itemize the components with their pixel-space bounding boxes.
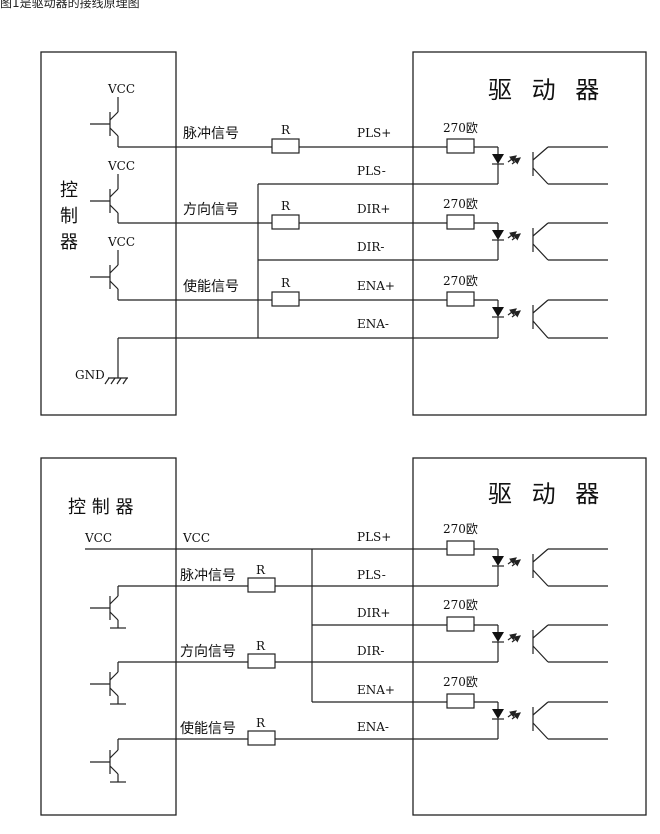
terminal-pls-minus: PLS- [357, 568, 386, 582]
vcc-label: VCC [107, 159, 135, 173]
terminal-dir-plus: DIR+ [357, 202, 390, 216]
optocoupler-1b [492, 222, 608, 261]
resistor-270-label: 270欧 [443, 522, 478, 536]
terminal-dir-minus: DIR- [357, 644, 384, 658]
resistor-label: R [256, 563, 266, 577]
driver-title-1: 驱 动 器 [488, 76, 605, 104]
diagram-1: 驱 动 器 控 制 器 VCC VCC VCC [40, 51, 647, 416]
resistor-270-label: 270欧 [443, 675, 478, 689]
controller-box-2 [40, 457, 177, 816]
resistor-label: R [281, 199, 291, 213]
optocoupler-1a [492, 146, 608, 185]
controller-transistors-2 [90, 586, 126, 783]
terminal-pls-minus: PLS- [357, 164, 386, 178]
driver-box-2 [412, 457, 647, 816]
controller-label-char-3: 器 [60, 232, 78, 253]
optocoupler-2b [492, 624, 608, 663]
signal-label-pulse: 脉冲信号 [183, 126, 239, 142]
resistor-270-label: 270欧 [443, 197, 478, 211]
driver-box-1 [412, 51, 647, 416]
resistor-270-label: 270欧 [443, 121, 478, 135]
controller-title-2: 控 制 器 [68, 497, 133, 518]
signal-label-enable: 使能信号 [180, 720, 236, 737]
terminal-dir-plus: DIR+ [357, 606, 390, 620]
vcc-left-label: VCC [84, 531, 112, 545]
vcc-label: VCC [107, 235, 135, 249]
terminal-ena-minus: ENA- [357, 720, 389, 734]
gnd-label: GND [75, 368, 105, 382]
vcc-label: VCC [107, 82, 135, 96]
terminal-pls-plus: PLS+ [357, 530, 391, 544]
driver-title-2: 驱 动 器 [488, 480, 605, 508]
resistor-label: R [281, 276, 291, 290]
optocoupler-2c [492, 701, 608, 740]
optocoupler-1c [492, 299, 608, 339]
diagram-2: 驱 动 器 控 制 器 VCC VCC [40, 457, 647, 816]
figure-caption: 图1是驱动器的接线原理图 [0, 0, 140, 10]
resistor-label: R [281, 123, 291, 137]
optocoupler-2a [492, 548, 608, 587]
resistor-label: R [256, 716, 266, 730]
signal-label-pulse: 脉冲信号 [180, 568, 236, 584]
terminal-ena-plus: ENA+ [357, 683, 395, 697]
controller-label-char-2: 制 [60, 206, 78, 227]
terminal-ena-minus: ENA- [357, 317, 389, 331]
resistor-label: R [256, 639, 266, 653]
signal-label-enable: 使能信号 [183, 278, 239, 295]
terminal-ena-plus: ENA+ [357, 279, 395, 293]
signal-label-direction: 方向信号 [183, 202, 239, 218]
resistor-270-label: 270欧 [443, 598, 478, 612]
controller-label-char-1: 控 [60, 180, 78, 201]
terminal-pls-plus: PLS+ [357, 126, 391, 140]
terminal-dir-minus: DIR- [357, 240, 384, 254]
resistor-270-label: 270欧 [443, 274, 478, 288]
signal-label-direction: 方向信号 [180, 644, 236, 660]
controller-transistors-1: VCC VCC VCC [90, 82, 135, 300]
controller-box-1 [40, 51, 177, 416]
vcc-line-label: VCC [182, 531, 210, 545]
